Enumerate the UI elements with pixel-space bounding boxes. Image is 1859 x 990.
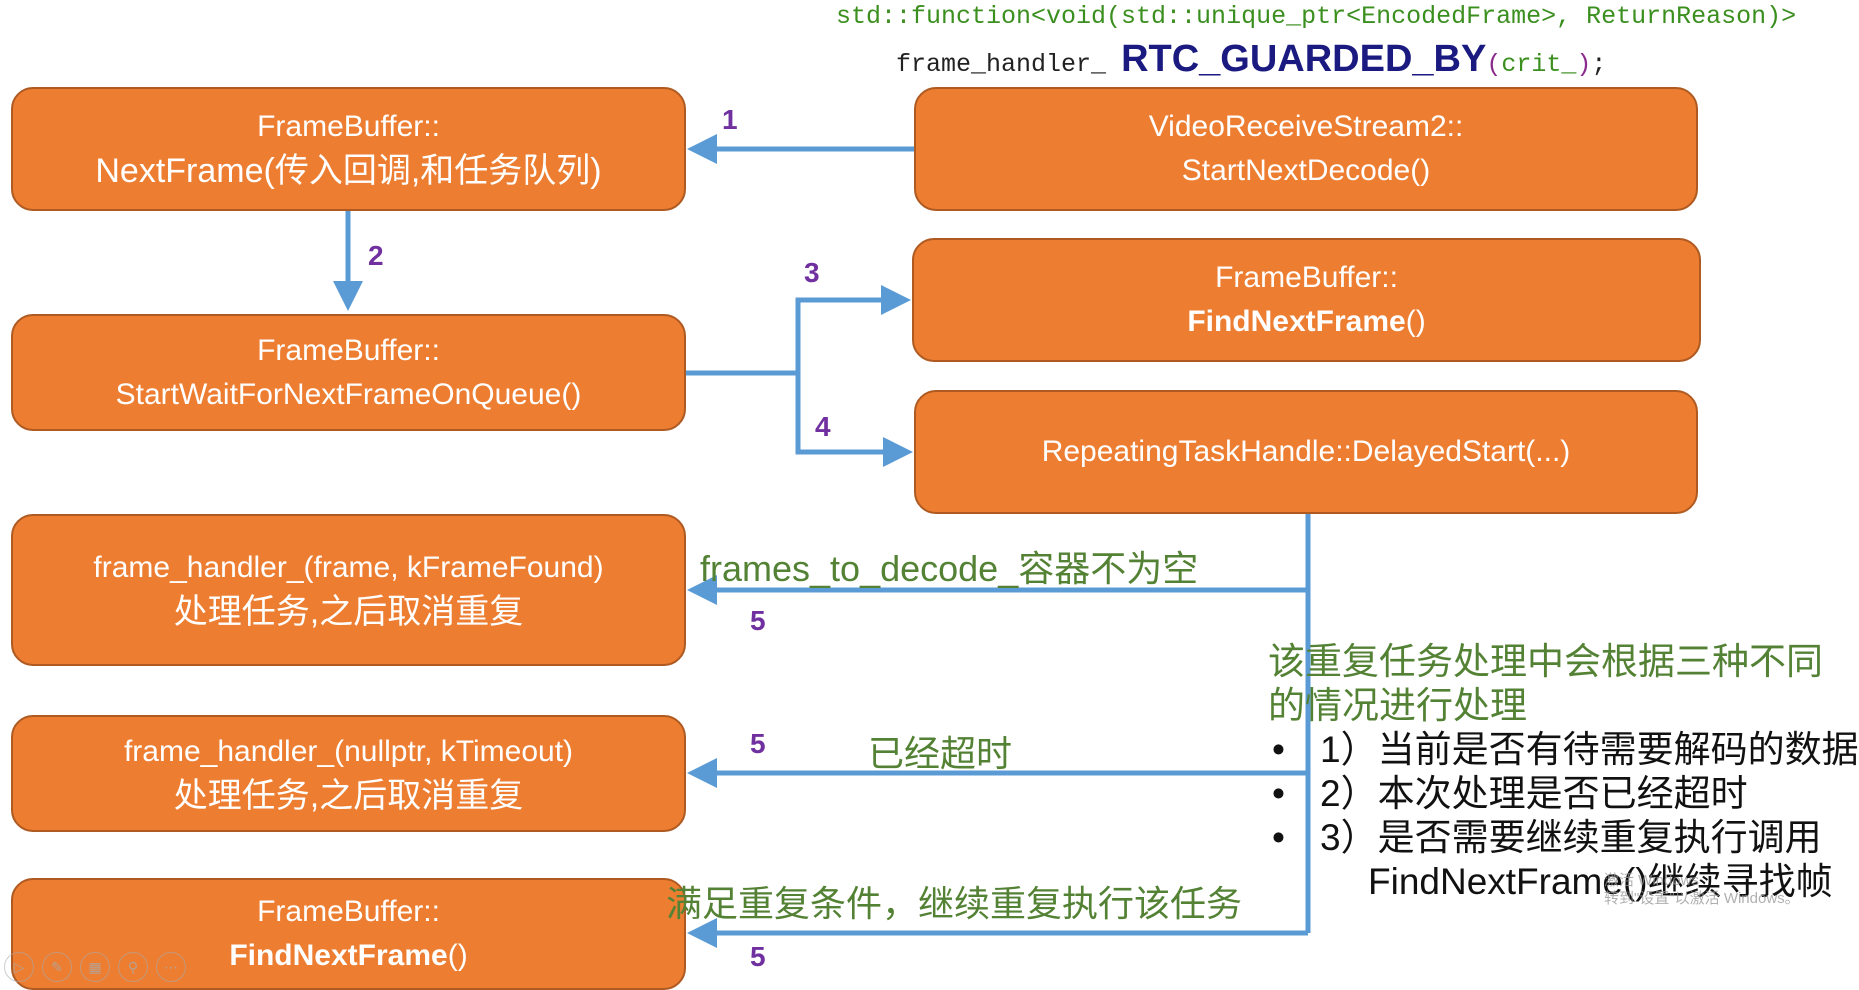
- label-timed-out: 已经超时: [868, 733, 1013, 774]
- box-frame-found: frame_handler_(frame, kFrameFound) 处理任务,…: [11, 514, 686, 666]
- box-start-wait-for-next-frame: FrameBuffer:: StartWaitForNextFrameOnQue…: [11, 314, 686, 431]
- parens: (): [447, 939, 468, 972]
- parens: (): [1405, 305, 1426, 338]
- box-text: FrameBuffer::: [257, 110, 440, 143]
- note-list: • 1）当前是否有待需要解码的数据 • 2）本次处理是否已经超时 • 3）是否需要继续…: [1268, 728, 1859, 860]
- box-timeout: frame_handler_(nullptr, kTimeout) 处理任务,之…: [11, 715, 686, 832]
- step-number-5-frame-found: 5: [750, 605, 766, 636]
- slideshow-controls: ▷ ✎ ▦ ⚲ ⋯: [4, 952, 186, 982]
- more-icon[interactable]: ⋯: [156, 952, 186, 982]
- code-macro: RTC_GUARDED_BY: [1121, 38, 1487, 80]
- code-semicolon: ;: [1591, 50, 1607, 79]
- box-text: FrameBuffer::: [1215, 261, 1398, 294]
- label-frames-not-empty: frames_to_decode_容器不为空: [700, 548, 1199, 589]
- watermark-subtitle: 转到"设置"以激活 Windows。: [1604, 890, 1800, 907]
- step-number-5-repeat: 5: [750, 941, 766, 972]
- box-text: frame_handler_(frame, kFrameFound): [93, 551, 604, 584]
- box-find-next-frame-repeat: FrameBuffer:: FindNextFrame(): [11, 878, 686, 990]
- box-text: StartNextDecode(): [1181, 154, 1431, 187]
- note-item: • 1）当前是否有待需要解码的数据: [1268, 728, 1859, 772]
- box-framebuffer-next-frame: FrameBuffer:: NextFrame(传入回调,和任务队列): [11, 87, 686, 211]
- box-text: FindNextFrame(): [1187, 300, 1425, 344]
- arrow-step-3: [795, 285, 911, 373]
- box-text: 处理任务,之后取消重复: [173, 776, 524, 815]
- box-delayed-start: RepeatingTaskHandle::DelayedStart(...): [914, 390, 1698, 514]
- box-text: VideoReceiveStream2::: [1148, 110, 1464, 143]
- box-find-next-frame: FrameBuffer:: FindNextFrame(): [912, 238, 1701, 362]
- box-text: StartWaitForNextFrameOnQueue(): [115, 377, 582, 411]
- watermark-title: 激活 Windows: [1604, 872, 1700, 889]
- box-text: NextFrame(传入回调,和任务队列): [95, 152, 602, 190]
- note-item-text: 3）是否需要继续重复执行调用: [1320, 817, 1822, 858]
- step-number-5-timeout: 5: [750, 728, 766, 759]
- play-icon[interactable]: ▷: [4, 952, 34, 982]
- note-item-continuation: FindNextFrame()继续寻找帧: [1368, 861, 1833, 902]
- slides-icon[interactable]: ▦: [80, 952, 110, 982]
- bullet-icon: •: [1272, 773, 1285, 814]
- note-item: • 2）本次处理是否已经超时: [1268, 772, 1848, 816]
- box-text: 处理任务,之后取消重复: [173, 593, 524, 631]
- box-text: frame_handler_(nullptr, kTimeout): [123, 734, 574, 768]
- note-item: • 3）是否需要继续重复执行调用: [1268, 816, 1848, 860]
- bullet-icon: •: [1272, 729, 1285, 770]
- label-repeat-condition: 满足重复条件，继续重复执行该任务: [666, 883, 1243, 924]
- bullet-icon: •: [1272, 817, 1285, 858]
- windows-activation-watermark: 激活 Windows 转到"设置"以激活 Windows。: [1604, 872, 1800, 908]
- code-member-declaration: frame_handler_ RTC_GUARDED_BY(crit_);: [896, 38, 1607, 80]
- note-item-text: 2）本次处理是否已经超时: [1320, 773, 1748, 814]
- note-heading: 该重复任务处理中会根据三种不同的情况进行处理: [1268, 641, 1823, 726]
- code-type-text: std::function<void(std::unique_ptr<Encod…: [836, 2, 1797, 31]
- step-number-4: 4: [815, 411, 831, 442]
- code-macro-arg: crit_: [1501, 50, 1577, 79]
- zoom-icon[interactable]: ⚲: [118, 952, 148, 982]
- explanation-note: 该重复任务处理中会根据三种不同的情况进行处理 • 1）当前是否有待需要解码的数据 …: [1268, 640, 1859, 904]
- code-type-declaration: std::function<void(std::unique_ptr<Encod…: [836, 2, 1796, 31]
- box-text: FrameBuffer::: [257, 333, 440, 367]
- code-member-name: frame_handler_: [896, 50, 1107, 79]
- box-text: FindNextFrame(): [229, 934, 467, 978]
- box-start-next-decode: VideoReceiveStream2:: StartNextDecode(): [914, 87, 1698, 211]
- box-text: RepeatingTaskHandle::DelayedStart(...): [1041, 435, 1571, 468]
- box-text: FrameBuffer::: [257, 895, 440, 928]
- note-item-text: 1）当前是否有待需要解码的数据: [1320, 729, 1859, 770]
- arrow-step-4: [795, 373, 913, 467]
- function-name-bold: FindNextFrame: [229, 939, 448, 972]
- step-number-2: 2: [368, 240, 384, 271]
- step-number-3: 3: [804, 257, 820, 288]
- pen-icon[interactable]: ✎: [42, 952, 72, 982]
- step-number-1: 1: [722, 104, 738, 135]
- function-name-bold: FindNextFrame: [1187, 305, 1406, 338]
